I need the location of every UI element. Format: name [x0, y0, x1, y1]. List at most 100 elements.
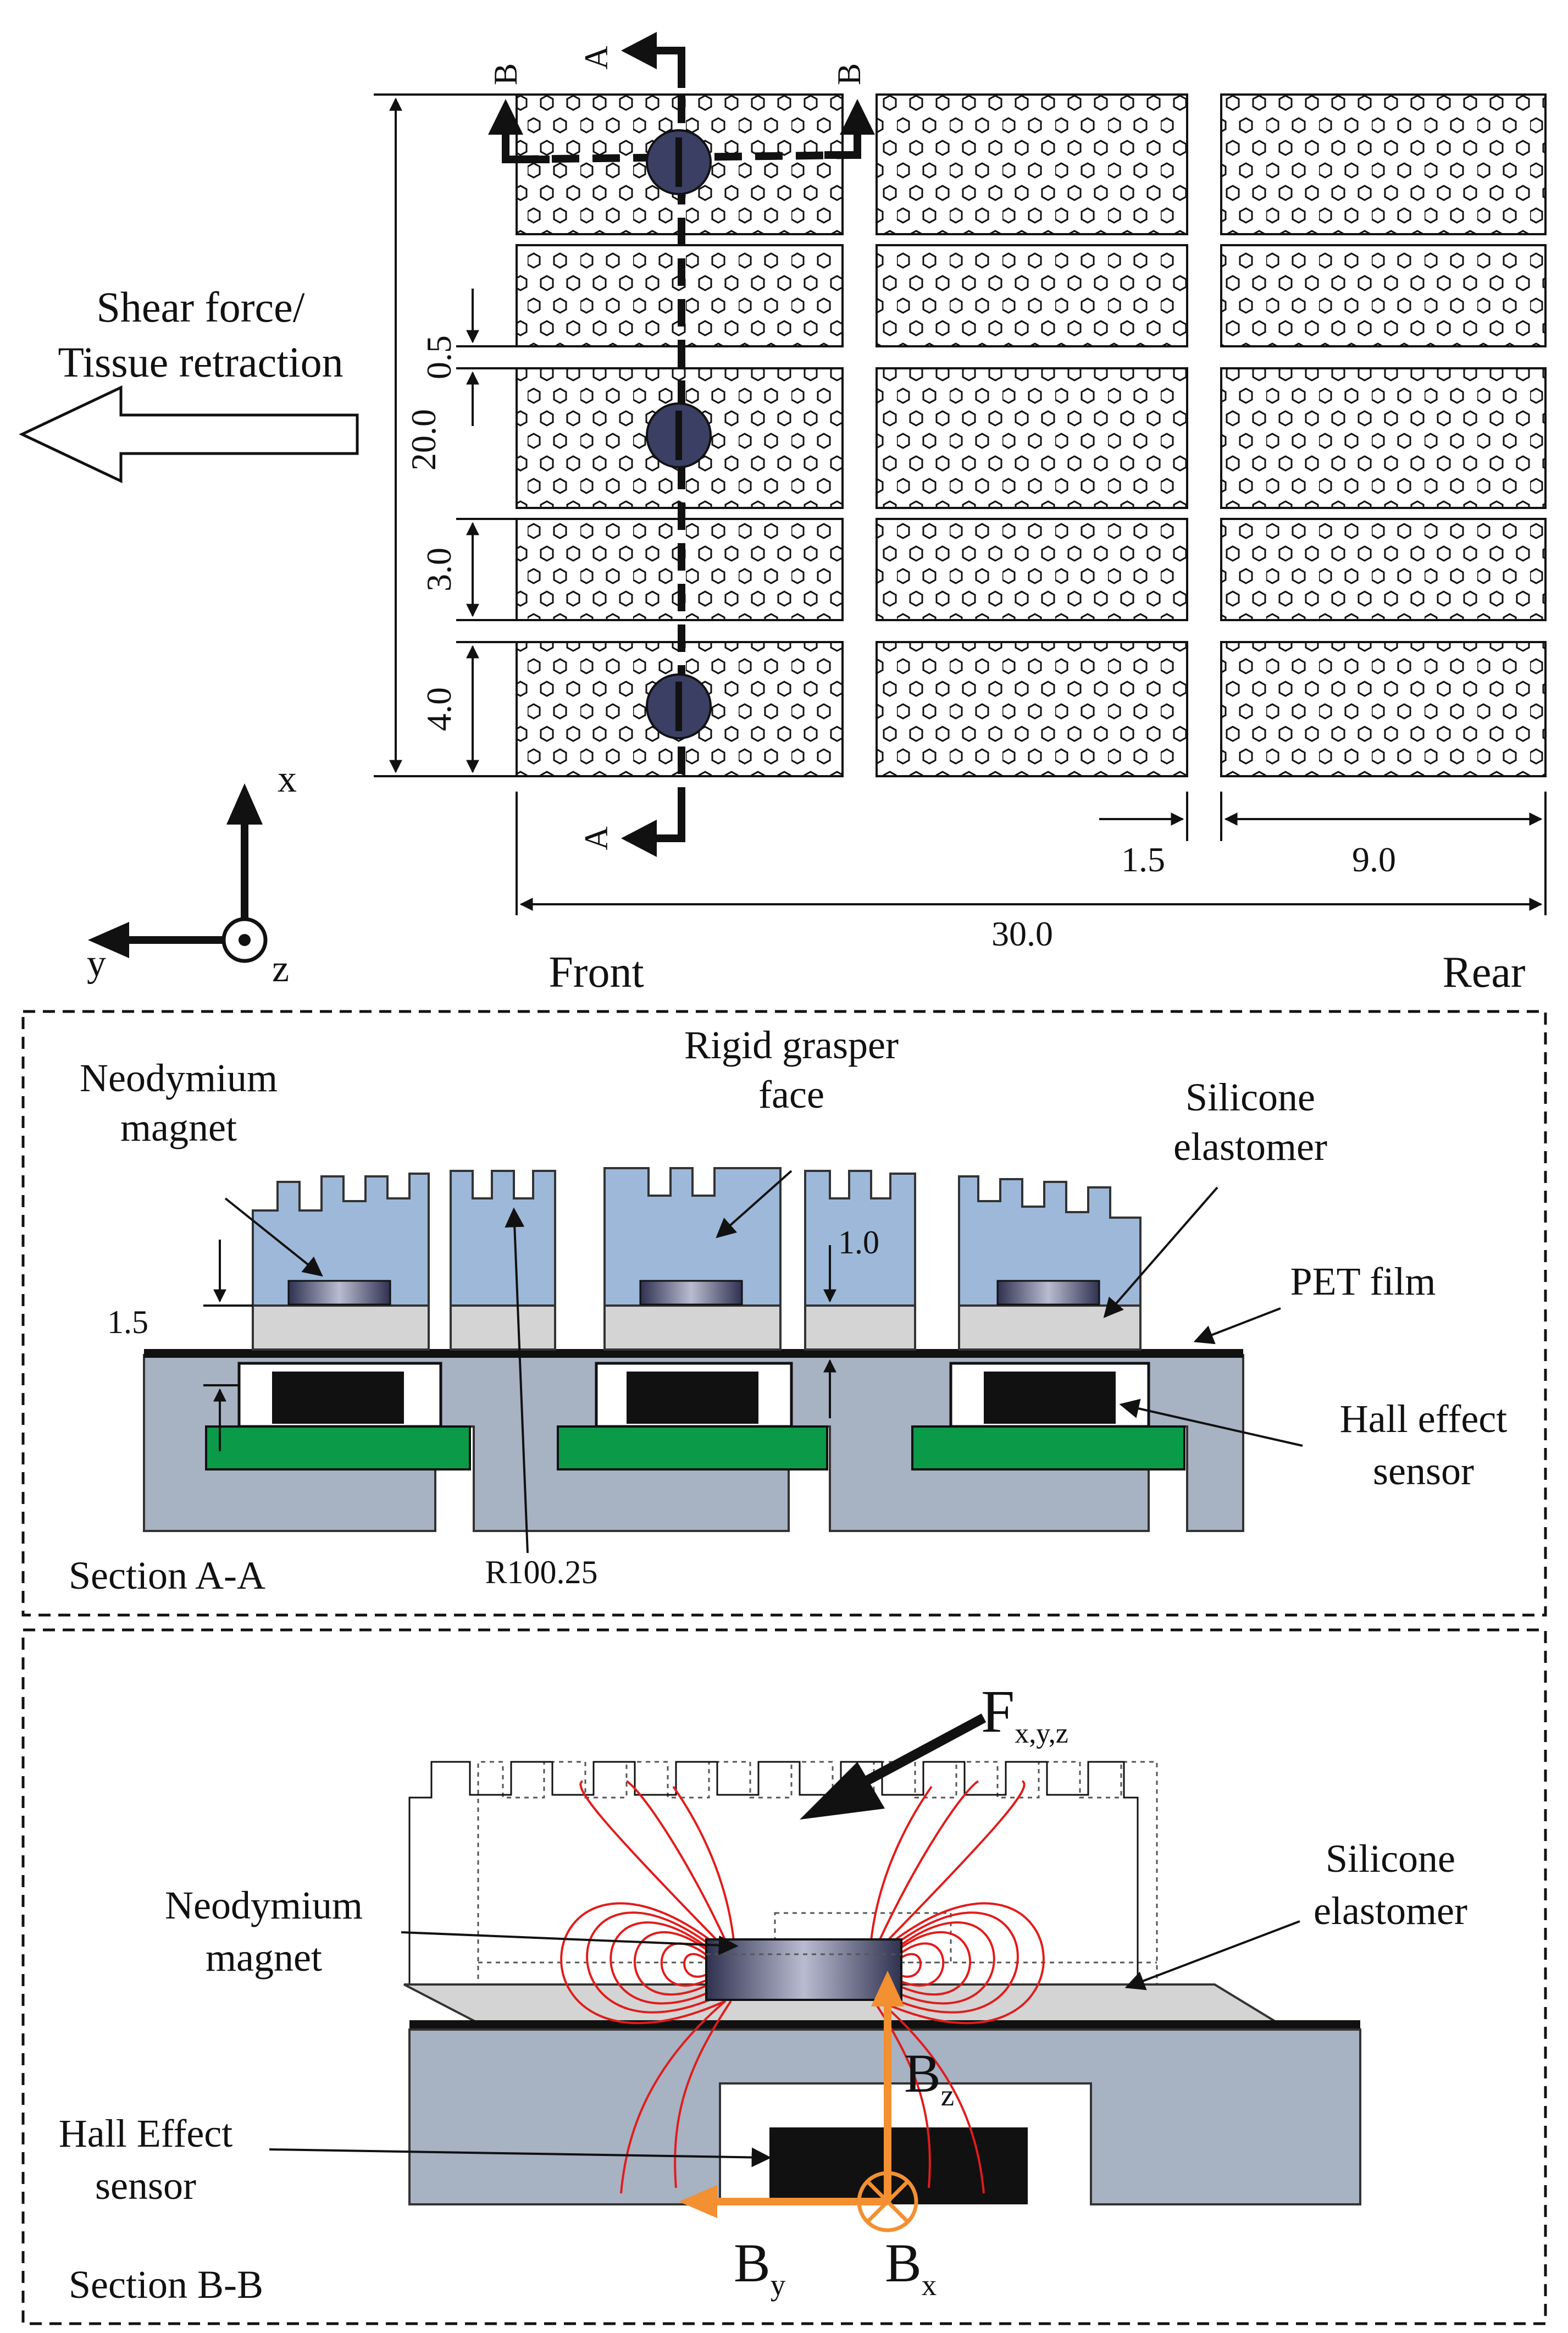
force-arrow: [800, 1713, 987, 1820]
magnet-marker: [646, 402, 712, 468]
label-silicone-b-line1: Silicone: [1326, 1837, 1455, 1881]
label-silicone-b-line2: elastomer: [1314, 1889, 1467, 1933]
section-a-arrow-bottom: A: [578, 808, 685, 857]
pcb: [205, 1425, 471, 1470]
dim-radius-label: R100.25: [485, 1554, 597, 1590]
pad: [1220, 641, 1547, 777]
label-pet: PET film: [1290, 1259, 1436, 1303]
label-face-line2: face: [758, 1072, 824, 1116]
label-silicone-line2: elastomer: [1173, 1125, 1327, 1169]
top-view: A A B B Shear force/ Tissue retraction 2…: [19, 32, 1547, 997]
hall-chip: [984, 1372, 1116, 1424]
force-main: F: [981, 1678, 1015, 1745]
section-a-panel: 1.5 1.0 R100.25 Neodymium magnet Rigid g…: [21, 1010, 1547, 1617]
section-b-arrow-left: B: [487, 63, 550, 163]
pad: [876, 518, 1188, 621]
b-vectors: [679, 1971, 918, 2232]
bx-vector: [857, 2171, 918, 2232]
pad: [876, 641, 1188, 777]
label-magnet-line1: Neodymium: [80, 1056, 278, 1100]
axis-z-label: z: [272, 948, 289, 990]
neodymium-magnet-b: [705, 1938, 902, 2001]
section-b-leaders: [269, 1920, 1300, 2168]
dim-length-total-label: 30.0: [991, 914, 1053, 953]
dim-left-label: 1.5: [107, 1304, 148, 1340]
label-hall-line1: Hall effect: [1340, 1397, 1508, 1441]
dim-row-large: [456, 641, 517, 773]
neodymium-magnet: [287, 1280, 391, 1306]
section-a-arrow-top: A: [578, 32, 685, 88]
dim-col-gap-label: 1.5: [1121, 840, 1165, 879]
section-b-title: Section B-B: [69, 2263, 263, 2307]
section-a-marker-top: A: [578, 46, 614, 69]
undeformed-magnet-outline: [774, 1912, 952, 1964]
hall-chip: [272, 1372, 404, 1424]
hall-chip: [627, 1372, 758, 1424]
label-hall-b-line2: sensor: [95, 2164, 196, 2208]
dim-col-length-label: 9.0: [1352, 840, 1396, 879]
label-hall-line2: sensor: [1373, 1449, 1474, 1493]
section-a-dims: [203, 1240, 836, 1451]
magnetic-field-lines: [560, 1780, 1045, 2194]
grasper-face-blocks: [252, 1167, 1142, 1307]
section-a-title: Section A-A: [69, 1554, 265, 1597]
dim-row-small-label: 3.0: [419, 548, 458, 591]
shear-force-arrow: [19, 385, 359, 483]
pad: [876, 244, 1188, 347]
section-b-marker-right: B: [831, 63, 867, 85]
bz-label: Bz: [904, 2043, 954, 2112]
label-hall-b-line1: Hall Effect: [59, 2111, 233, 2155]
by-main: B: [734, 2232, 771, 2293]
dim-width-total: [374, 93, 517, 777]
neodymium-magnet: [639, 1280, 743, 1306]
neodymium-magnet: [996, 1280, 1100, 1306]
bx-main: B: [885, 2232, 922, 2293]
label-magnet-line2: magnet: [120, 1105, 237, 1149]
force-label: Fx,y,z: [981, 1678, 1068, 1749]
dim-mid-label: 1.0: [838, 1224, 879, 1261]
pcb: [911, 1425, 1185, 1470]
pad-grid: [516, 93, 1547, 777]
axis-y-label: y: [87, 942, 106, 985]
label-magnet-b-line2: magnet: [206, 1936, 322, 1980]
shear-label-line2: Tissue retraction: [58, 338, 343, 386]
section-b-panel: Fx,y,z Bz By Bx Neodymium magne: [21, 1628, 1547, 2325]
shear-label-line1: Shear force/: [97, 283, 305, 331]
bz-main: B: [904, 2043, 941, 2104]
section-a-frame: [21, 1010, 1547, 1617]
dim-row-small: [456, 518, 517, 621]
pad: [1220, 367, 1547, 509]
sensor-base-b: [408, 2028, 1361, 2205]
pcb: [557, 1425, 828, 1470]
section-a-marker-bottom: A: [578, 826, 614, 850]
grasper-face-outline: [408, 1761, 1139, 1984]
pad: [876, 367, 1188, 509]
label-silicone-line1: Silicone: [1185, 1075, 1315, 1119]
label-face-line1: Rigid grasper: [684, 1023, 899, 1067]
pad: [1220, 244, 1547, 347]
pad: [1220, 518, 1547, 621]
force-sub: x,y,z: [1015, 1718, 1068, 1749]
section-b-frame: [21, 1628, 1547, 2325]
dim-width-total-label: 20.0: [404, 409, 443, 471]
silicone-layers: [252, 1304, 1142, 1351]
label-front: Front: [548, 948, 644, 997]
section-b-arrow-right: B: [824, 63, 875, 159]
by-label: By: [734, 2232, 786, 2302]
dim-lengths: [516, 792, 1547, 915]
magnet-marker: [646, 673, 712, 739]
bx-sub: x: [922, 2268, 937, 2302]
section-a-leaders: [224, 1170, 1303, 1554]
coordinate-axes: [88, 783, 268, 963]
bx-label: Bx: [885, 2232, 937, 2302]
bz-sub: z: [941, 2078, 954, 2112]
dim-row-large-label: 4.0: [419, 687, 458, 731]
axis-x-label: x: [278, 758, 297, 800]
dim-gap-label: 0.5: [419, 335, 458, 379]
label-magnet-b-line1: Neodymium: [165, 1883, 363, 1927]
by-sub: y: [771, 2268, 786, 2302]
magnet-marker: [646, 129, 712, 195]
label-rear: Rear: [1442, 948, 1525, 997]
section-b-marker-left: B: [487, 63, 524, 85]
